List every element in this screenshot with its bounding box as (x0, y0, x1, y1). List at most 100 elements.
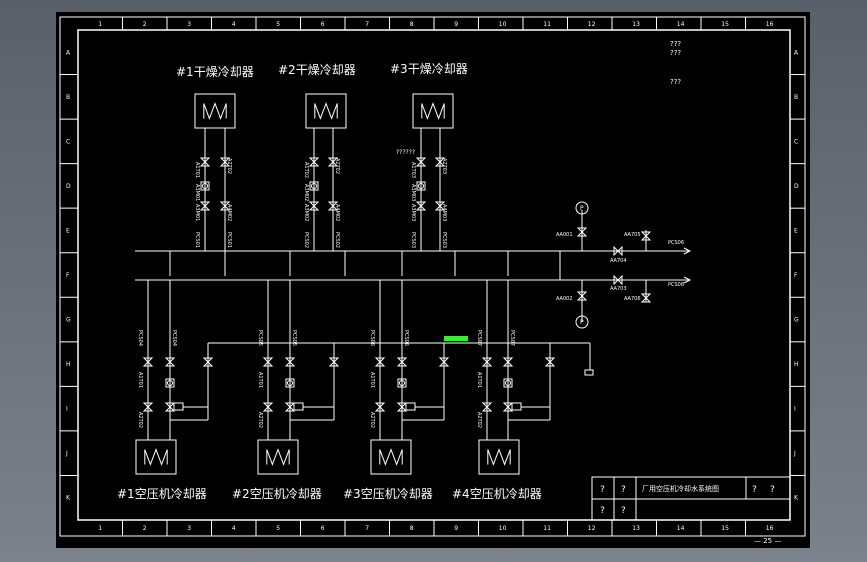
grid-column-label: 10 (499, 525, 507, 532)
grid-row-label: J (793, 450, 796, 457)
instrument-gauge (311, 183, 317, 189)
grid-row-label: K (66, 495, 71, 502)
grid-column-label: 7 (365, 21, 369, 28)
header-note: ??? (670, 78, 681, 86)
grid-column-label: 5 (276, 21, 280, 28)
grid-column-label: 2 (143, 525, 147, 532)
grid-column-label: 16 (766, 21, 774, 28)
grid-column-label: 11 (543, 21, 551, 28)
dryer-note: ?????? (396, 149, 415, 156)
title-block-cell: ? (600, 506, 605, 516)
grid-row-label: A (794, 49, 799, 56)
valve-symbol (284, 357, 296, 367)
tag-label: A4M02 (226, 204, 232, 221)
tag-label: PCS03 (410, 232, 416, 248)
valve-symbol (199, 157, 211, 167)
grid-column-label: 4 (232, 525, 236, 532)
grid-row-label: B (794, 94, 798, 101)
pipe-tag: PCS08 (668, 282, 684, 288)
coil-symbol (379, 448, 403, 466)
grid-column-label: 6 (321, 525, 325, 532)
valve-symbol (262, 402, 274, 412)
grid-column-label: 9 (454, 525, 458, 532)
grid-row-label: E (794, 227, 798, 234)
valve-symbol (613, 274, 623, 286)
grid-column-label: 13 (632, 21, 640, 28)
tag-label: PCS02 (303, 232, 309, 248)
valve-symbol (576, 291, 588, 301)
cooler-box (412, 93, 454, 129)
coil-symbol (421, 102, 445, 120)
valve-symbol (142, 402, 154, 412)
valve-symbol (327, 201, 339, 211)
tag-label: PCS03 (441, 232, 447, 248)
title-block-cell: ? (621, 485, 626, 495)
tag-label: A3M03 (410, 184, 416, 201)
cooler-box (257, 439, 299, 475)
title-block-cell: ? (600, 485, 605, 495)
tag-label: A2T03 (441, 158, 447, 174)
pump-symbol (575, 315, 589, 329)
valve-symbol (576, 227, 588, 237)
grid-row-label: F (66, 272, 70, 279)
grid-column-label: 12 (588, 21, 596, 28)
drain-symbol (584, 369, 594, 376)
compressor-cooler-title: #1空压机冷却器 (117, 487, 207, 501)
dryer-cooler-title: #3干燥冷却器 (390, 62, 468, 76)
pump-letter: P (580, 319, 584, 326)
grid-row-label: G (794, 317, 799, 324)
cooler-box (478, 439, 520, 475)
header-note: ??? (670, 49, 681, 57)
grid-column-label: 16 (766, 525, 774, 532)
grid-column-label: 3 (187, 525, 191, 532)
valve-symbol (219, 201, 231, 211)
valve-tag: AA705 (624, 232, 641, 238)
valve-symbol (640, 293, 652, 303)
tag-label: A3M03 (410, 204, 416, 221)
highlight-marker (444, 336, 468, 341)
tag-label: A3M02 (303, 184, 309, 201)
coil-symbol (314, 102, 338, 120)
valve-symbol (502, 402, 514, 412)
grid-row-label: C (794, 138, 798, 145)
tag-label: A1T01 (257, 372, 263, 388)
tag-label: A3M02 (303, 204, 309, 221)
tag-label: PCS05 (291, 330, 297, 346)
title-block-cell: ? (770, 485, 775, 495)
outer-border (59, 16, 806, 537)
grid-column-label: 1 (98, 525, 102, 532)
flow-arrow (683, 247, 692, 255)
valve-symbol (481, 402, 493, 412)
grid-row-label: D (66, 183, 71, 190)
compressor-cooler-title: #2空压机冷却器 (232, 487, 322, 501)
tag-label: PCS01 (194, 232, 200, 248)
grid-row-label: H (66, 361, 71, 368)
compressor-cooler-title: #4空压机冷却器 (452, 487, 542, 501)
title-block-cell: ? (621, 506, 626, 516)
header-note: ??? (670, 40, 681, 48)
grid-column-label: 12 (588, 525, 596, 532)
tag-label: A2T02 (137, 412, 143, 428)
instrument-gauge (287, 380, 293, 386)
grid-column-label: 1 (98, 21, 102, 28)
valve-symbol (142, 357, 154, 367)
cooler-box (135, 439, 177, 475)
grid-column-label: 9 (454, 21, 458, 28)
instrument-box (416, 181, 426, 191)
tag-label: A2T02 (226, 158, 232, 174)
pump-letter: P (580, 205, 584, 212)
tag-label: A1T01 (369, 372, 375, 388)
coil-symbol (203, 102, 227, 120)
grid-column-label: 15 (721, 21, 729, 28)
grid-column-label: 6 (321, 21, 325, 28)
tag-label: PCS05 (257, 330, 263, 346)
grid-row-label: J (65, 450, 68, 457)
grid-column-label: 11 (543, 525, 551, 532)
valve-symbol (164, 357, 176, 367)
grid-column-label: 14 (677, 21, 685, 28)
valve-symbol (262, 357, 274, 367)
tag-label: A1T02 (303, 162, 309, 178)
valve-symbol (374, 402, 386, 412)
valve-symbol (199, 201, 211, 211)
instrument-gauge (418, 183, 424, 189)
